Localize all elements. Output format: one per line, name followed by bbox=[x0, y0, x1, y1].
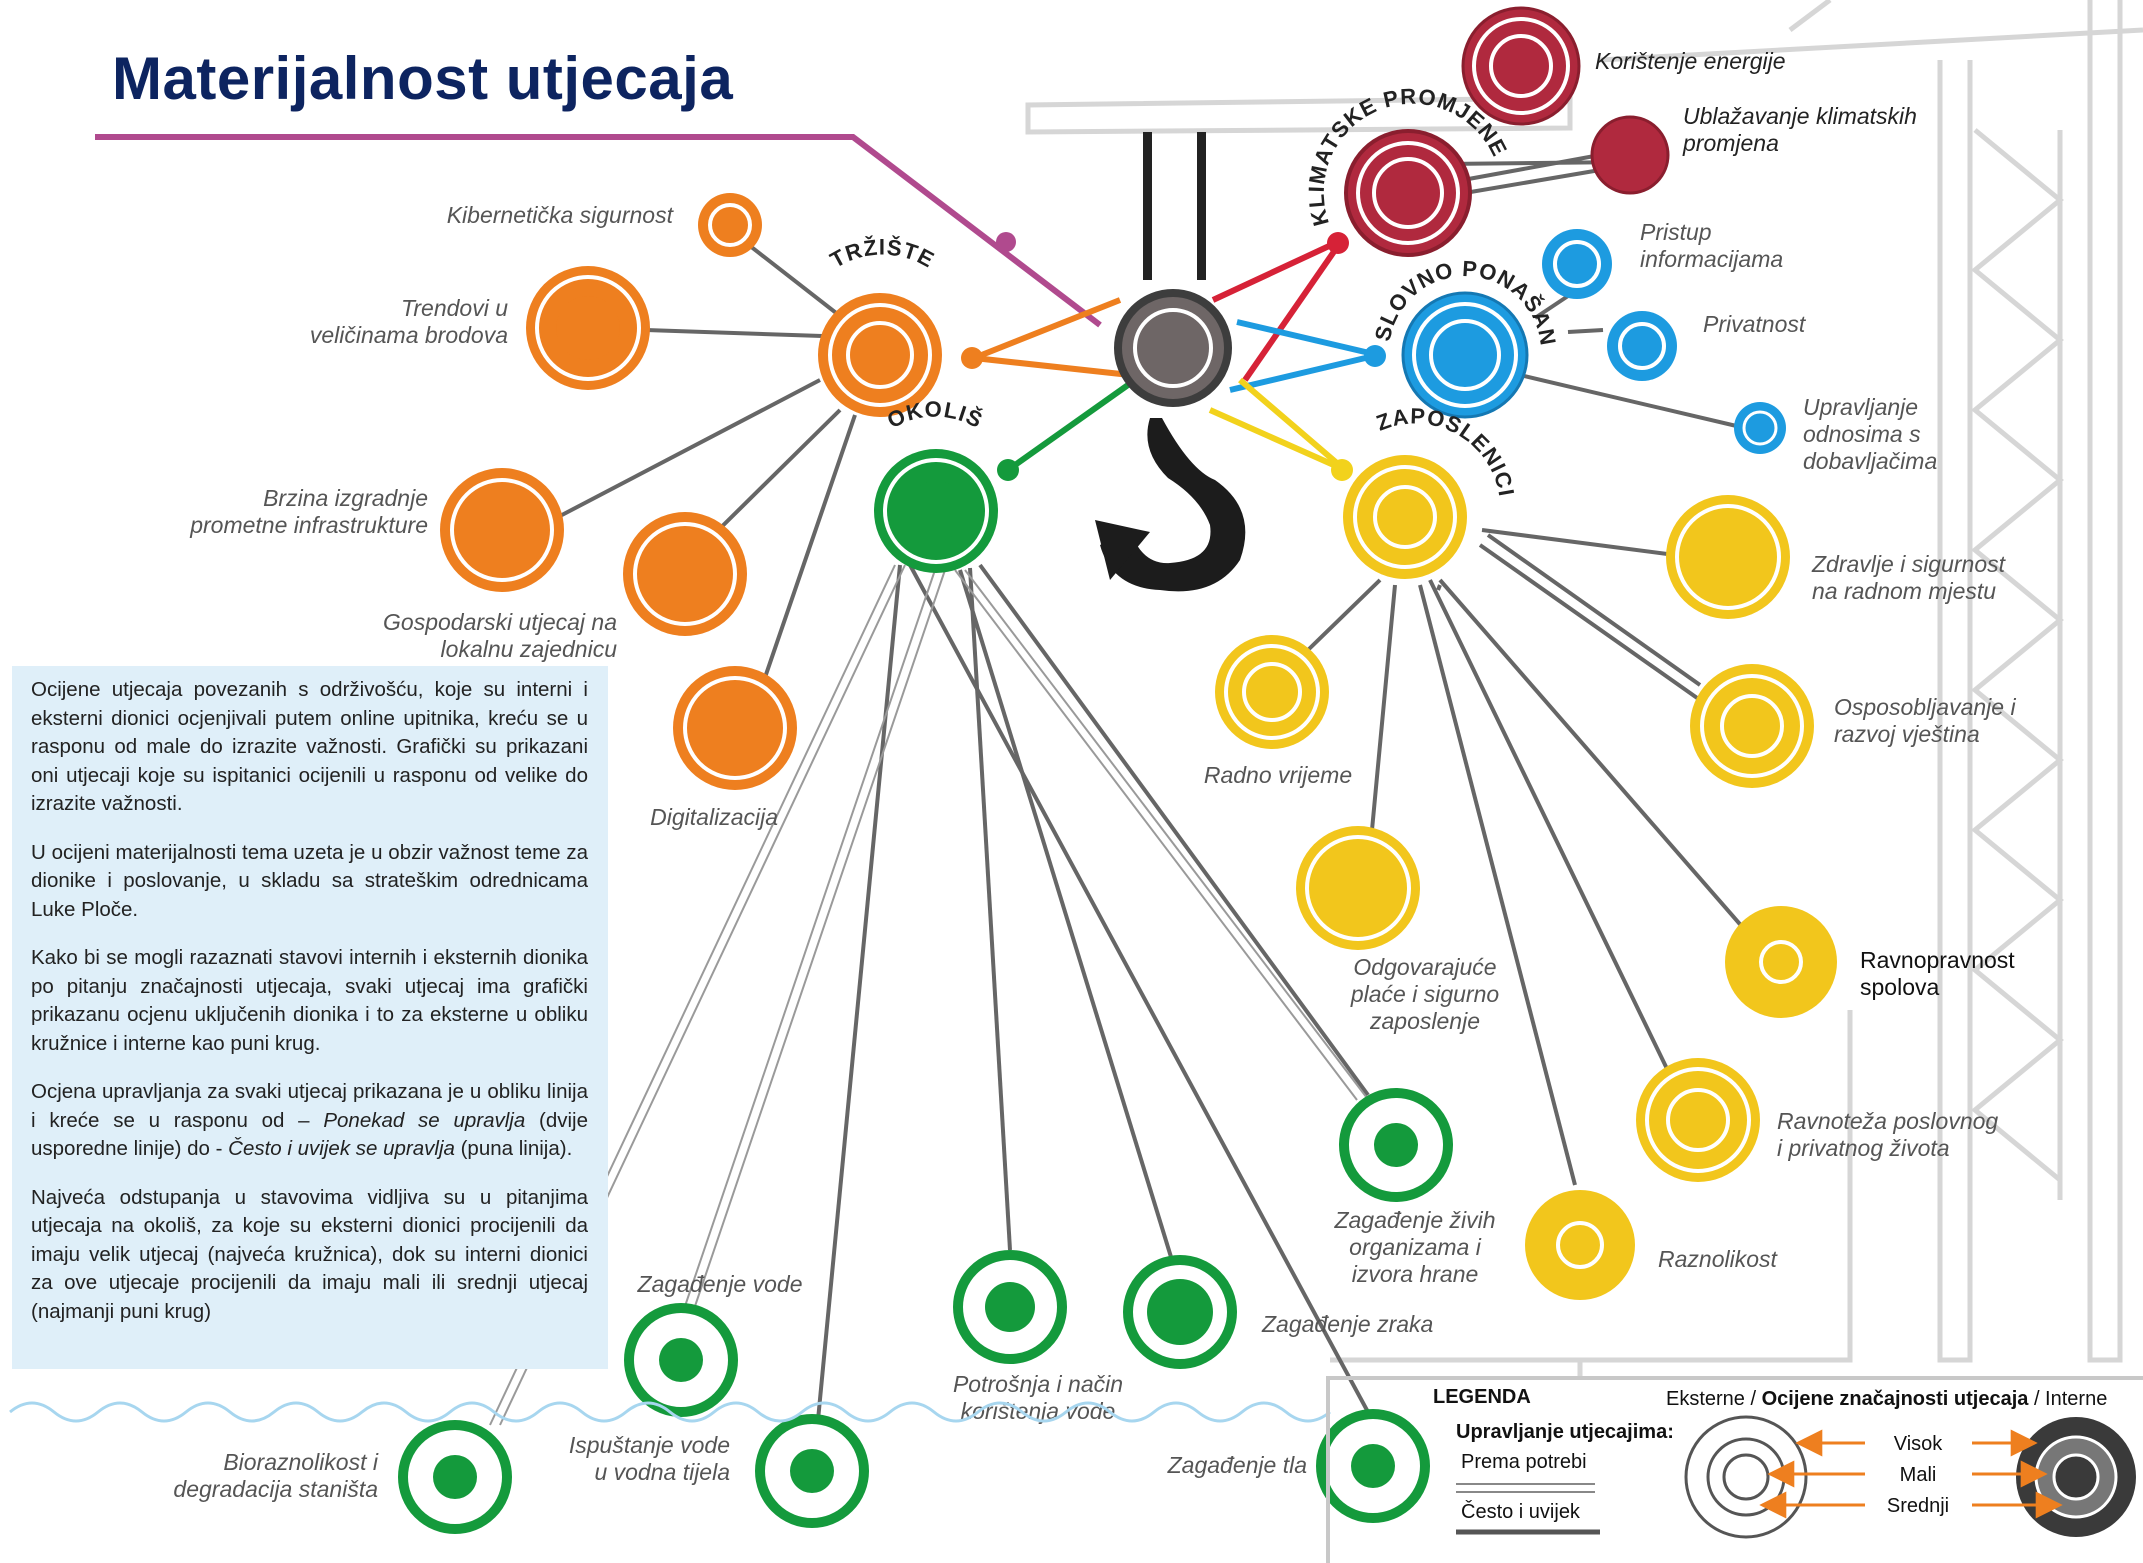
market-label: TRŽIŠTE bbox=[826, 235, 939, 273]
impact-ships: Trendovi u veličinama brodova bbox=[310, 266, 650, 390]
crane-background bbox=[1025, 0, 2143, 1380]
impact-discharge: Ispuštanje vode u vodna tijela bbox=[569, 1414, 869, 1528]
legend-header-ext: Eksterne / bbox=[1666, 1388, 1762, 1410]
impact-biodiversity: Bioraznolikost i degradacija staništa bbox=[173, 1420, 512, 1534]
impact-energy: Korištenje energije bbox=[1461, 6, 1786, 126]
info-paragraph: Kako bi se mogli razaznati stavovi inter… bbox=[31, 946, 588, 1055]
environment-category: OKOLIŠ bbox=[874, 397, 998, 573]
impact-water-pollution: Zagađenje vode bbox=[624, 1271, 803, 1417]
impact-privacy: Privatnost bbox=[1607, 311, 1807, 381]
legend-high: Visok bbox=[1894, 1433, 1944, 1455]
svg-text:razvoj vještina: razvoj vještina bbox=[1834, 721, 1980, 747]
svg-text:Potrošnja i način: Potrošnja i način bbox=[953, 1371, 1123, 1397]
svg-text:Upravljanje: Upravljanje bbox=[1803, 394, 1918, 420]
impact-air: Zagađenje zraka bbox=[1123, 1255, 1433, 1369]
svg-text:Osposobljavanje i: Osposobljavanje i bbox=[1834, 694, 2016, 720]
svg-text:Trendovi u: Trendovi u bbox=[401, 295, 508, 321]
page-title: Materijalnost utjecaja bbox=[112, 45, 734, 112]
svg-text:Odgovarajuće: Odgovarajuće bbox=[1353, 954, 1496, 980]
legend-as-needed: Prema potrebi bbox=[1461, 1451, 1587, 1473]
title-connector bbox=[95, 134, 1102, 328]
svg-text:u vodna tijela: u vodna tijela bbox=[594, 1459, 730, 1485]
svg-text:Brzina izgradnje: Brzina izgradnje bbox=[263, 485, 428, 511]
svg-text:Ravnoteža poslovnog: Ravnoteža poslovnog bbox=[1777, 1108, 1998, 1134]
impact-soil: Zagađenje tla bbox=[1167, 1409, 1430, 1523]
impact-infra: Brzina izgradnje prometne infrastrukture bbox=[189, 468, 564, 592]
svg-text:Privatnost: Privatnost bbox=[1703, 311, 1807, 337]
market-category: TRŽIŠTE bbox=[818, 235, 942, 417]
info-paragraph: Najveća odstupanja u stavovima vidljiva … bbox=[31, 1185, 588, 1323]
category-connectors bbox=[961, 232, 1386, 481]
svg-text:Bioraznolikost i: Bioraznolikost i bbox=[223, 1449, 379, 1475]
svg-text:Gospodarski utjecaj na: Gospodarski utjecaj na bbox=[383, 609, 617, 635]
impact-cyber: Kibernetička sigurnost bbox=[447, 193, 762, 257]
impact-info: Pristup informacijama bbox=[1542, 219, 1783, 299]
impact-balance: Ravnoteža poslovnog i privatnog života bbox=[1636, 1058, 1998, 1182]
legend-mgmt-title: Upravljanje utjecajima: bbox=[1456, 1421, 1674, 1443]
sea-waves bbox=[9, 1401, 1331, 1423]
svg-text:Zdravlje i sigurnost: Zdravlje i sigurnost bbox=[1811, 551, 2007, 577]
info-paragraph: U ocijeni materijalnosti tema uzeta je u… bbox=[31, 840, 588, 921]
svg-text:prometne infrastrukture: prometne infrastrukture bbox=[189, 512, 428, 538]
svg-text:Pristup: Pristup bbox=[1640, 219, 1712, 245]
svg-text:spolova: spolova bbox=[1860, 974, 1939, 1000]
crane-hook bbox=[1095, 132, 1246, 592]
svg-text:Digitalizacija: Digitalizacija bbox=[650, 804, 778, 830]
impact-pay: Odgovarajuće plaće i sigurno zaposlenje bbox=[1296, 826, 1499, 1034]
impact-lines bbox=[559, 153, 1747, 1426]
impact-worktime: Radno vrijeme bbox=[1204, 635, 1352, 788]
svg-text:Eksterne / Ocijene značajnosti: Eksterne / Ocijene značajnosti utjecaja … bbox=[1666, 1388, 2107, 1410]
legend: LEGENDA Upravljanje utjecajima: Prema po… bbox=[1326, 1376, 2143, 1563]
legend-small: Mali bbox=[1900, 1464, 1937, 1486]
legend-always: Često i uvijek bbox=[1461, 1500, 1581, 1523]
svg-text:Zagađenje vode: Zagađenje vode bbox=[637, 1271, 803, 1297]
info-paragraph: Ocijene utjecaja povezanih s održivošću,… bbox=[31, 678, 588, 815]
impact-digital: Digitalizacija bbox=[650, 666, 797, 830]
impact-organisms: Zagađenje živih organizama i izvora hran… bbox=[1333, 1088, 1496, 1287]
svg-text:Zagađenje zraka: Zagađenje zraka bbox=[1261, 1311, 1433, 1337]
svg-text:Ublažavanje klimatskih: Ublažavanje klimatskih bbox=[1683, 103, 1917, 129]
impact-training: Osposobljavanje i razvoj vještina bbox=[1690, 664, 2016, 788]
svg-text:zaposlenje: zaposlenje bbox=[1369, 1008, 1480, 1034]
legend-title: LEGENDA bbox=[1433, 1386, 1531, 1408]
impact-mitigation: Ublažavanje klimatskih promjena bbox=[1590, 103, 1917, 195]
svg-text:plaće i sigurno: plaće i sigurno bbox=[1350, 981, 1500, 1007]
legend-header-mid: Ocijene značajnosti utjecaja bbox=[1762, 1388, 2030, 1410]
svg-text:organizama i: organizama i bbox=[1349, 1234, 1482, 1260]
svg-text:Zagađenje tla: Zagađenje tla bbox=[1167, 1452, 1307, 1478]
svg-text:i privatnog života: i privatnog života bbox=[1777, 1135, 1950, 1161]
svg-text:veličinama brodova: veličinama brodova bbox=[310, 322, 508, 348]
impact-water-use: Potrošnja i način korištenja vode bbox=[953, 1250, 1123, 1424]
impact-health: Zdravlje i sigurnost na radnom mjestu bbox=[1666, 495, 2007, 619]
svg-text:informacijama: informacijama bbox=[1640, 246, 1783, 272]
svg-text:Radno vrijeme: Radno vrijeme bbox=[1204, 762, 1352, 788]
info-box: Ocijene utjecaja povezanih s održivošću,… bbox=[12, 666, 608, 1369]
impact-suppliers: Upravljanje odnosima s dobavljačima bbox=[1734, 394, 1937, 474]
legend-header-int: / Interne bbox=[2028, 1388, 2107, 1410]
svg-text:odnosima s: odnosima s bbox=[1803, 421, 1921, 447]
svg-text:Raznolikost: Raznolikost bbox=[1658, 1246, 1778, 1272]
svg-text:Ravnopravnost: Ravnopravnost bbox=[1860, 947, 2015, 973]
center-node bbox=[1114, 289, 1232, 407]
svg-text:promjena: promjena bbox=[1682, 130, 1779, 156]
impact-diversity: Raznolikost bbox=[1525, 1190, 1778, 1300]
svg-text:Kibernetička sigurnost: Kibernetička sigurnost bbox=[447, 202, 675, 228]
svg-text:dobavljačima: dobavljačima bbox=[1803, 448, 1937, 474]
info-paragraph-management: Ocjena upravljanja za svaki utjecaj prik… bbox=[31, 1080, 589, 1160]
svg-text:Ispuštanje vode: Ispuštanje vode bbox=[569, 1432, 730, 1458]
svg-text:lokalnu zajednicu: lokalnu zajednicu bbox=[441, 636, 618, 662]
svg-text:izvora hrane: izvora hrane bbox=[1352, 1261, 1479, 1287]
legend-medium: Srednji bbox=[1887, 1495, 1949, 1517]
svg-text:Korištenje energije: Korištenje energije bbox=[1595, 48, 1786, 74]
svg-text:Zagađenje živih: Zagađenje živih bbox=[1333, 1207, 1495, 1233]
svg-text:na radnom mjestu: na radnom mjestu bbox=[1812, 578, 1996, 604]
impact-gender: Ravnopravnost spolova bbox=[1725, 906, 2015, 1018]
svg-text:degradacija staništa: degradacija staništa bbox=[173, 1476, 378, 1502]
impact-economic: Gospodarski utjecaj na lokalnu zajednicu bbox=[383, 512, 747, 662]
